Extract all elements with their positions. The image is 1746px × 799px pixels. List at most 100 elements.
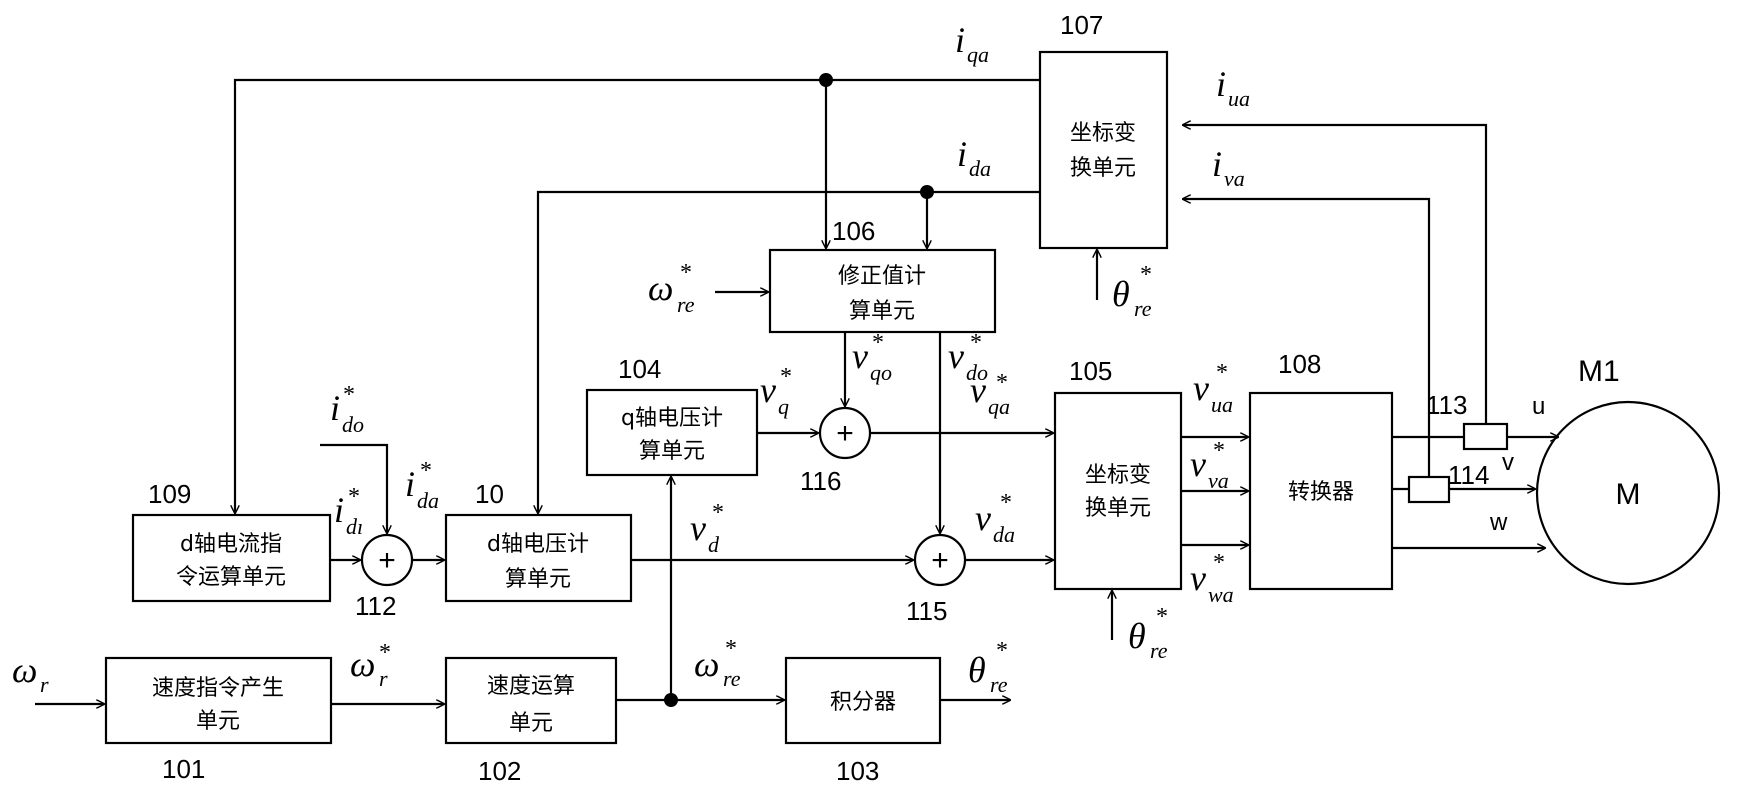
block-102-id: 102 bbox=[478, 756, 521, 786]
signal-i-va: i va bbox=[1212, 144, 1245, 191]
block-106: 修正值计 算单元 bbox=[768, 248, 997, 334]
signal-v-wa-star-sup: * bbox=[1213, 550, 1225, 576]
signal-omega-re-2-sup: * bbox=[680, 260, 692, 286]
signal-i-ua-main: i bbox=[1216, 64, 1226, 104]
block-102-line-2: 单元 bbox=[509, 711, 553, 736]
signal-v-ua-star-sub: ua bbox=[1211, 392, 1233, 417]
signal-theta-re-3: θ re * bbox=[1128, 604, 1168, 663]
signal-i-do-star-main: i bbox=[330, 388, 340, 428]
signal-v-wa-star: v wa * bbox=[1190, 550, 1234, 607]
signal-i-ua-sub: ua bbox=[1228, 86, 1250, 111]
block-108-line-1: 转换器 bbox=[1288, 480, 1354, 505]
signal-i-qa: i qa bbox=[955, 20, 989, 67]
motor-label: M bbox=[1616, 478, 1641, 511]
phase-v-label: v bbox=[1502, 449, 1514, 476]
signal-v-qo-star-sub: qo bbox=[870, 360, 892, 385]
signal-i-da-star-sub: da bbox=[417, 488, 439, 513]
block-104-line-2: 算单元 bbox=[639, 439, 705, 464]
signal-omega-r-main: ω bbox=[12, 650, 37, 690]
summer-116-id: 116 bbox=[800, 466, 841, 496]
summer-115-id: 115 bbox=[906, 596, 947, 626]
summer-116-sign: + bbox=[836, 417, 854, 450]
signal-omega-r-sub: r bbox=[40, 672, 49, 697]
signal-i-da-sub: da bbox=[969, 156, 991, 181]
block-108-id: 108 bbox=[1278, 349, 1321, 379]
signal-omega-re-1-sup: * bbox=[725, 636, 737, 662]
block-106-line-2: 算单元 bbox=[849, 299, 915, 324]
signal-v-da-star: v da * bbox=[975, 490, 1015, 547]
signal-v-qo-star-main: v bbox=[852, 336, 868, 376]
signal-v-da-star-sub: da bbox=[993, 522, 1015, 547]
summer-112-sign: + bbox=[378, 544, 396, 577]
signal-i-da-star: i da * bbox=[405, 458, 439, 513]
signal-omega-r-star-main: ω bbox=[350, 644, 375, 684]
sensor-113 bbox=[1462, 422, 1509, 451]
phase-w-label: w bbox=[1489, 509, 1508, 536]
signal-v-va-star-main: v bbox=[1190, 444, 1206, 484]
block-101: 速度指令产生 单元 bbox=[104, 656, 333, 745]
block-107: 坐标变 换单元 bbox=[1038, 50, 1169, 250]
signal-v-q-star-sub: q bbox=[778, 394, 789, 419]
signal-v-va-star: v va * bbox=[1190, 438, 1229, 493]
signal-omega-re-1: ω re * bbox=[694, 636, 741, 691]
block-102-line-1: 速度运算 bbox=[487, 674, 575, 699]
signal-v-q-star: v q * bbox=[760, 364, 792, 419]
block-107-line-1: 坐标变 bbox=[1070, 121, 1136, 146]
signal-v-do-star-sub: do bbox=[966, 360, 988, 385]
block-101-id: 101 bbox=[162, 754, 205, 784]
signal-v-qa-star-sub: qa bbox=[988, 394, 1010, 419]
signal-theta-re-1: θ re * bbox=[968, 638, 1008, 697]
signal-v-d-star: v d * bbox=[690, 500, 724, 557]
wire-iua-107 bbox=[1183, 125, 1488, 424]
signal-v-d-star-sup: * bbox=[712, 500, 724, 526]
signal-v-wa-star-main: v bbox=[1190, 558, 1206, 598]
signal-v-d-star-main: v bbox=[690, 508, 706, 548]
block-102: 速度运算 单元 bbox=[444, 656, 618, 745]
signal-i-qa-main: i bbox=[955, 20, 965, 60]
block-10-id: 10 bbox=[475, 479, 504, 509]
sensor-113-id: 113 bbox=[1426, 390, 1467, 420]
signal-i-dl-star-main: i bbox=[334, 490, 344, 530]
block-10-line-1: d轴电压计 bbox=[487, 532, 589, 557]
signal-omega-r-star: ω r * bbox=[350, 640, 391, 691]
junction-omega-re bbox=[664, 693, 678, 707]
block-104-id: 104 bbox=[618, 354, 661, 384]
summer-115-sign: + bbox=[931, 544, 949, 577]
wire-ida-10 bbox=[538, 190, 1040, 513]
block-105-line-1: 坐标变 bbox=[1085, 463, 1151, 488]
signal-v-q-star-main: v bbox=[760, 370, 776, 410]
block-101-line-1: 速度指令产生 bbox=[152, 676, 284, 701]
signal-omega-r-star-sub: r bbox=[379, 666, 388, 691]
motor-m1: M bbox=[1535, 400, 1721, 586]
signal-v-va-star-sup: * bbox=[1213, 438, 1225, 464]
signal-v-qo-star: v qo * bbox=[852, 330, 892, 385]
motor-id: M1 bbox=[1578, 355, 1620, 388]
signal-v-va-star-sub: va bbox=[1208, 468, 1229, 493]
signal-v-do-star: v do * bbox=[948, 330, 988, 385]
signal-omega-re-2: ω re * bbox=[648, 260, 695, 317]
block-103-id: 103 bbox=[836, 756, 879, 786]
summer-112: + bbox=[360, 533, 414, 587]
block-105-line-2: 换单元 bbox=[1085, 496, 1151, 521]
signal-i-da-main: i bbox=[957, 134, 967, 174]
signal-theta-re-2-sub: re bbox=[1134, 296, 1152, 321]
summer-112-id: 112 bbox=[355, 591, 396, 621]
signal-theta-re-3-main: θ bbox=[1128, 616, 1146, 656]
signal-v-qa-star: v qa * bbox=[970, 370, 1010, 419]
summer-116: + bbox=[818, 406, 872, 460]
signal-v-da-star-main: v bbox=[975, 498, 991, 538]
signal-i-dl-star: i dı * bbox=[334, 484, 363, 539]
block-104: q轴电压计 算单元 bbox=[585, 388, 759, 477]
junction-iqa bbox=[819, 73, 833, 87]
block-103: 积分器 bbox=[784, 656, 942, 745]
signal-v-da-star-sup: * bbox=[1000, 490, 1012, 516]
wire-iqa-109 bbox=[235, 78, 1040, 513]
signal-i-ua: i ua bbox=[1216, 64, 1250, 111]
block-109: d轴电流指 令运算单元 bbox=[131, 513, 332, 603]
block-106-id: 106 bbox=[832, 216, 875, 246]
block-107-id: 107 bbox=[1060, 10, 1103, 40]
signal-omega-r: ω r bbox=[12, 650, 49, 697]
wire-iva-107 bbox=[1183, 199, 1431, 477]
block-104-line-1: q轴电压计 bbox=[621, 406, 723, 431]
wire-ido-112 bbox=[320, 443, 387, 533]
